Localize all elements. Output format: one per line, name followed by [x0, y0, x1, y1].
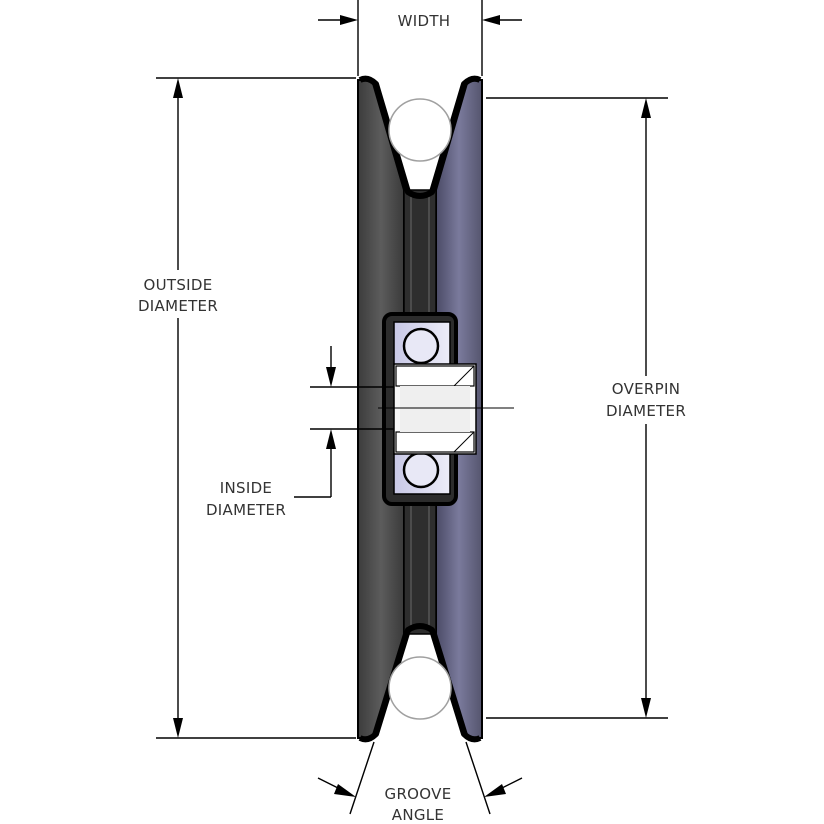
groove-outline-bottom	[358, 623, 482, 743]
outside-diameter-label-line2: DIAMETER	[138, 297, 218, 315]
width-dimension	[318, 0, 522, 76]
inside-diameter-label-line2: DIAMETER	[206, 501, 286, 519]
overpin-diameter-label-line1: OVERPIN	[612, 380, 681, 398]
inside-diameter-dimension	[294, 346, 394, 498]
inside-diameter-label-line1: INSIDE	[220, 479, 272, 497]
groove-angle-dimension	[317, 741, 523, 815]
pin-bottom	[388, 656, 452, 720]
pulley-body	[357, 75, 483, 743]
overpin-diameter-dimension	[486, 97, 668, 719]
bearing-ball-upper	[402, 327, 440, 365]
groove-angle-label-line1: GROOVE	[385, 785, 452, 803]
width-label: WIDTH	[398, 12, 451, 30]
outside-diameter-dimension	[156, 77, 356, 739]
outside-diameter-label-line1: OUTSIDE	[143, 276, 212, 294]
groove-angle-label-line2: ANGLE	[392, 806, 444, 824]
overpin-diameter-label-line2: DIAMETER	[606, 402, 686, 420]
groove-outline-top	[358, 75, 482, 199]
bearing-ball-lower	[402, 451, 440, 489]
pin-top	[388, 98, 452, 162]
